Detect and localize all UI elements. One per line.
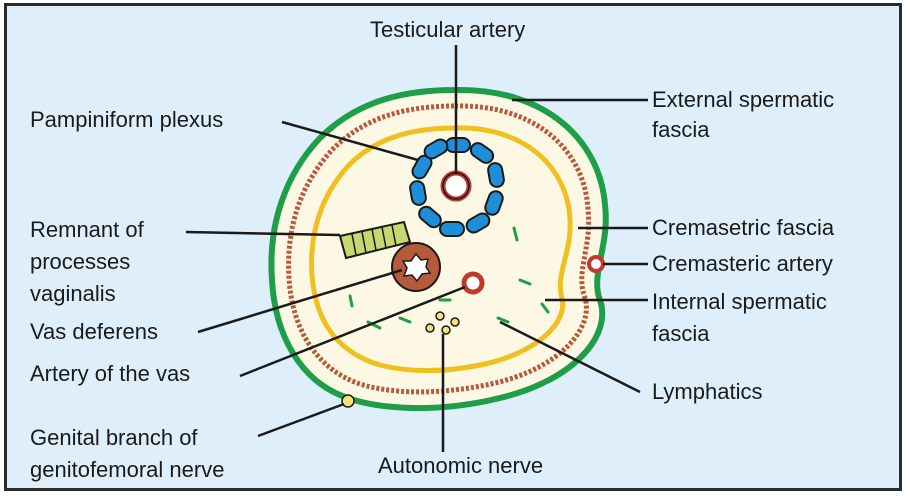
- label-cremasteric-fascia: Cremasetric fascia: [652, 214, 834, 242]
- label-remnant-3: vaginalis: [30, 280, 116, 308]
- label-remnant-1: Remnant of: [30, 216, 144, 244]
- label-testicular-artery: Testicular artery: [370, 16, 525, 44]
- label-pampiniform-plexus: Pampiniform plexus: [30, 106, 223, 134]
- cremasteric-artery-vessel: [589, 257, 603, 271]
- label-external-spermatic-fascia-2: fascia: [652, 116, 709, 144]
- label-internal-spermatic-fascia-1: Internal spermatic: [652, 288, 827, 316]
- label-autonomic-nerve: Autonomic nerve: [378, 452, 543, 480]
- label-artery-of-the-vas: Artery of the vas: [30, 360, 190, 388]
- label-genital-branch-2: genitofemoral nerve: [30, 456, 224, 484]
- label-lymphatics: Lymphatics: [652, 378, 762, 406]
- leader-genital-branch: [258, 404, 344, 436]
- label-vas-deferens: Vas deferens: [30, 318, 158, 346]
- label-cremasteric-artery: Cremasteric artery: [652, 250, 833, 278]
- label-external-spermatic-fascia-1: External spermatic: [652, 86, 834, 114]
- label-internal-spermatic-fascia-2: fascia: [652, 320, 709, 348]
- label-remnant-2: processes: [30, 248, 130, 276]
- artery-of-vas-vessel: [464, 274, 482, 292]
- label-genital-branch-1: Genital branch of: [30, 424, 198, 452]
